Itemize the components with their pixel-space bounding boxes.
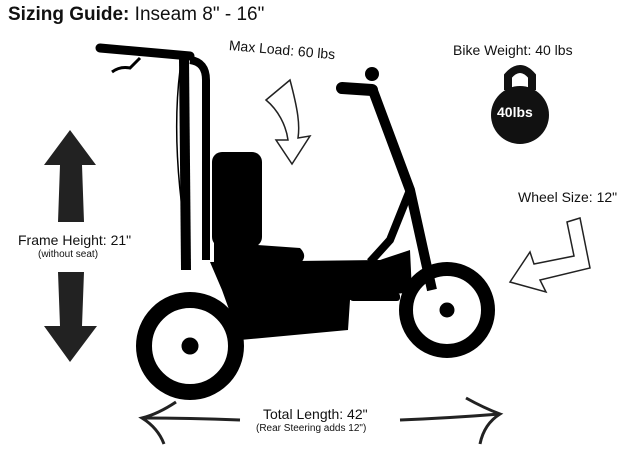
title-bold: Sizing Guide: <box>8 4 130 25</box>
kettlebell-icon <box>491 65 549 144</box>
wheel-size-arrow-icon <box>508 217 591 294</box>
total-length-note: (Rear Steering adds 12") <box>256 423 367 434</box>
total-length-label: Total Length: 42" <box>263 406 368 422</box>
frame-height-note: (without seat) <box>38 249 99 260</box>
kettlebell-label: 40lbs <box>497 104 533 120</box>
title-rest: Inseam 8" - 16" <box>129 4 265 25</box>
frame-height-label: Frame Height: 21" <box>18 232 132 248</box>
wheel-size-label: Wheel Size: 12" <box>518 189 618 205</box>
up-arrow-icon <box>44 130 96 222</box>
bike-weight-label: Bike Weight: 40 lbs <box>453 42 573 58</box>
length-arrows-icon <box>138 396 504 445</box>
bike-silhouette <box>95 43 495 400</box>
page-title: Sizing Guide: Inseam 8" - 16" <box>8 4 264 26</box>
max-load-arrow-icon <box>264 78 312 166</box>
down-arrow-icon <box>44 272 97 362</box>
